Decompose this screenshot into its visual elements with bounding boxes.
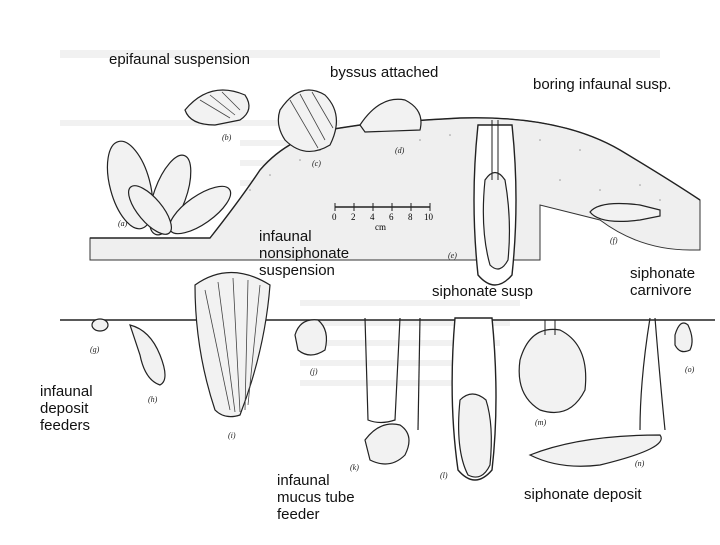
scale-tick-0: 0 (332, 212, 337, 222)
label-siphonate-carnivore: siphonate carnivore (630, 265, 695, 299)
label-infaunal-nonsiphonate: infaunal nonsiphonate suspension (259, 228, 349, 279)
label-line: feeders (40, 417, 91, 434)
label-line: nonsiphonate (259, 245, 350, 262)
letter-j: (j) (310, 367, 318, 376)
label-infaunal-mucus: infaunal mucus tube feeder (277, 472, 355, 523)
label-siphonate-susp: siphonate susp (432, 283, 533, 300)
scale-tick-8: 8 (408, 212, 413, 222)
letter-c: (c) (312, 159, 321, 168)
scale-tick-10: 10 (424, 212, 434, 222)
label-boring-infaunal-susp: boring infaunal susp. (533, 76, 672, 93)
letter-a: (a) (118, 219, 128, 228)
shell-a-epifaunal: (a) (106, 140, 232, 236)
letter-d: (d) (395, 146, 405, 155)
label-line: carnivore (630, 282, 692, 299)
scale-unit: cm (375, 222, 386, 232)
shell-j-nonsiphonate: (j) (294, 319, 328, 376)
shell-k-mucus-tube: (k) (350, 317, 421, 472)
label-line: infaunal (40, 383, 93, 400)
letter-h: (h) (148, 395, 158, 404)
scale-tick-6: 6 (389, 212, 394, 222)
letter-o: (o) (685, 365, 695, 374)
letter-g: (g) (90, 345, 100, 354)
label-siphonate-deposit: siphonate deposit (524, 486, 642, 503)
label-infaunal-deposit: infaunal deposit feeders (40, 383, 93, 434)
shell-c-scallop: (c) (277, 89, 337, 168)
label-line: feeder (277, 506, 320, 523)
scale-tick-2: 2 (351, 212, 356, 222)
shell-i-fan-shell: (i) (194, 271, 271, 440)
shell-g-deposit-feeder: (g) (90, 318, 109, 354)
label-line: infaunal (277, 472, 330, 489)
letter-n: (n) (635, 459, 645, 468)
letter-l: (l) (440, 471, 448, 480)
letter-f: (f) (610, 236, 618, 245)
label-line: infaunal (259, 228, 312, 245)
label-byssus-attached: byssus attached (330, 64, 439, 81)
shell-o-carnivore: (o) (674, 322, 695, 374)
shell-d-mussel: (d) (359, 98, 422, 155)
shell-n-siphonate-deposit: (n) (528, 317, 666, 468)
shell-l-siphonate-susp: (l) (440, 317, 497, 481)
letter-b: (b) (222, 133, 232, 142)
scale-tick-4: 4 (370, 212, 375, 222)
shell-f-carnivore: (f) (589, 202, 661, 245)
label-epifaunal-suspension: epifaunal suspension (109, 51, 250, 68)
label-line: deposit (40, 400, 89, 417)
shell-h-deposit-feeder: (h) (129, 324, 166, 404)
scale-bar: 0 2 4 6 8 10 cm (332, 203, 434, 232)
label-line: suspension (259, 262, 335, 279)
label-line: siphonate (630, 265, 696, 282)
shell-e-borer: (e) (448, 120, 517, 286)
letter-m: (m) (535, 418, 546, 427)
shell-m-siphonate-susp: (m) (518, 320, 587, 427)
label-line: mucus tube (277, 489, 355, 506)
shell-b-scallop: (b) (184, 89, 250, 142)
letter-k: (k) (350, 463, 359, 472)
letter-e: (e) (448, 251, 457, 260)
letter-i: (i) (228, 431, 236, 440)
